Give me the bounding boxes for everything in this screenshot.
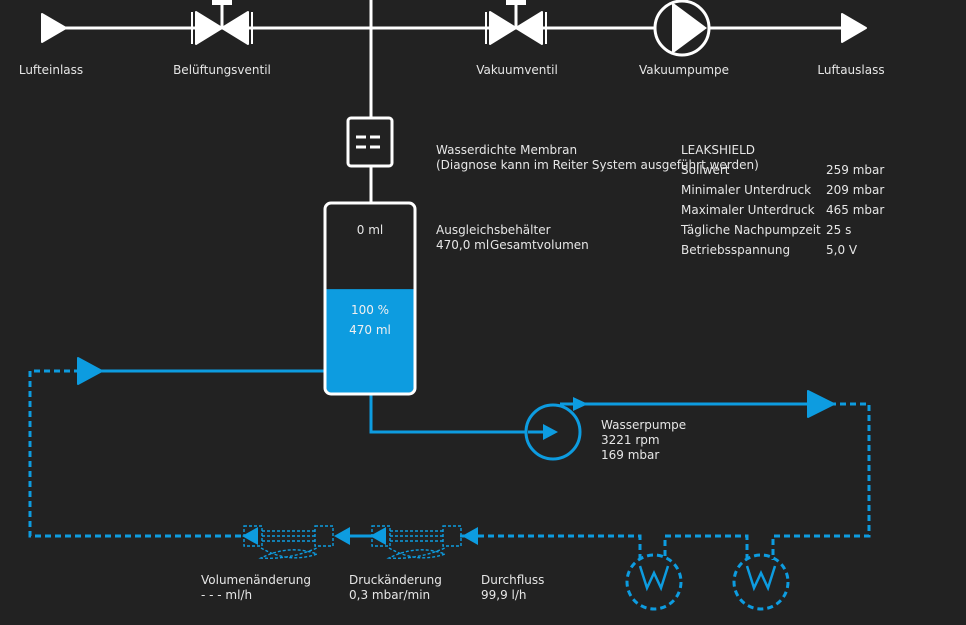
reservoir-empty-label: 0 ml <box>356 223 384 237</box>
leakshield-row-value: 259 mbar <box>826 163 885 177</box>
reservoir-total-value: 470,0 ml <box>436 238 490 252</box>
leakshield-row-value: 465 mbar <box>826 203 885 217</box>
water-pump-icon[interactable] <box>524 403 582 461</box>
water-pump-title: Wasserpumpe <box>601 418 687 432</box>
water-pump-rpm: 3221 rpm <box>601 433 660 447</box>
vacuum-valve-label: Vakuumventil <box>476 63 558 77</box>
vent-valve-label: Belüftungsventil <box>173 63 271 77</box>
pressure-change-value: 0,3 mbar/min <box>349 588 431 602</box>
leakshield-row-label: Tägliche Nachpumpzeit <box>681 223 821 237</box>
water-lines <box>96 369 810 538</box>
heat-exchanger-2-icon <box>732 553 790 611</box>
pressure-change-label: Druckänderung <box>349 573 442 587</box>
water-lines-dashed <box>28 369 871 560</box>
pressure-sensor-icon <box>371 525 462 559</box>
reservoir-fill-percent: 100 % <box>350 303 390 317</box>
vacuum-valve-icon[interactable] <box>485 0 547 45</box>
leakshield-title: LEAKSHIELD <box>681 143 756 157</box>
leakshield-row-label: Maximaler Unterdruck <box>681 203 815 217</box>
membrane-icon[interactable] <box>346 116 394 168</box>
reservoir-total-label: Gesamtvolumen <box>490 238 589 252</box>
membrane-note: (Diagnose kann im Reiter System ausgefüh… <box>436 158 759 172</box>
reservoir-title: Ausgleichsbehälter <box>436 223 551 237</box>
air-inlet-arrow-icon <box>41 13 67 43</box>
leakshield-row-label: Sollwert <box>681 163 730 177</box>
volume-change-value: - - - ml/h <box>201 588 253 602</box>
leakshield-row-value: 25 s <box>826 223 852 237</box>
membrane-title: Wasserdichte Membran <box>436 143 578 157</box>
leakshield-row-value: 209 mbar <box>826 183 885 197</box>
leakshield-row-label: Minimaler Unterdruck <box>681 183 812 197</box>
vacuum-pump-label: Vakuumpumpe <box>638 63 730 77</box>
air-outlet-arrow-icon <box>841 13 867 43</box>
air-lines <box>50 0 855 203</box>
reservoir-tank[interactable] <box>323 201 417 396</box>
flow-arrow-icon <box>77 357 835 545</box>
heat-exchanger-1-icon <box>625 553 683 611</box>
reservoir-fill-volume: 470 ml <box>349 323 391 337</box>
air-outlet-label: Luftauslass <box>817 63 885 77</box>
vent-valve-icon[interactable] <box>191 0 253 45</box>
flow-value: 99,9 l/h <box>481 588 527 602</box>
air-inlet-label: Lufteinlass <box>18 63 84 77</box>
reservoir-water-level <box>326 289 414 393</box>
volume-sensor-icon <box>243 525 334 559</box>
leakshield-row-value: 5,0 V <box>826 243 858 257</box>
flow-label: Durchfluss <box>481 573 545 587</box>
water-pump-pressure: 169 mbar <box>601 448 660 462</box>
leakshield-row-label: Betriebsspannung <box>681 243 791 257</box>
volume-change-label: Volumenänderung <box>201 573 311 587</box>
vacuum-pump-icon[interactable] <box>653 0 711 57</box>
